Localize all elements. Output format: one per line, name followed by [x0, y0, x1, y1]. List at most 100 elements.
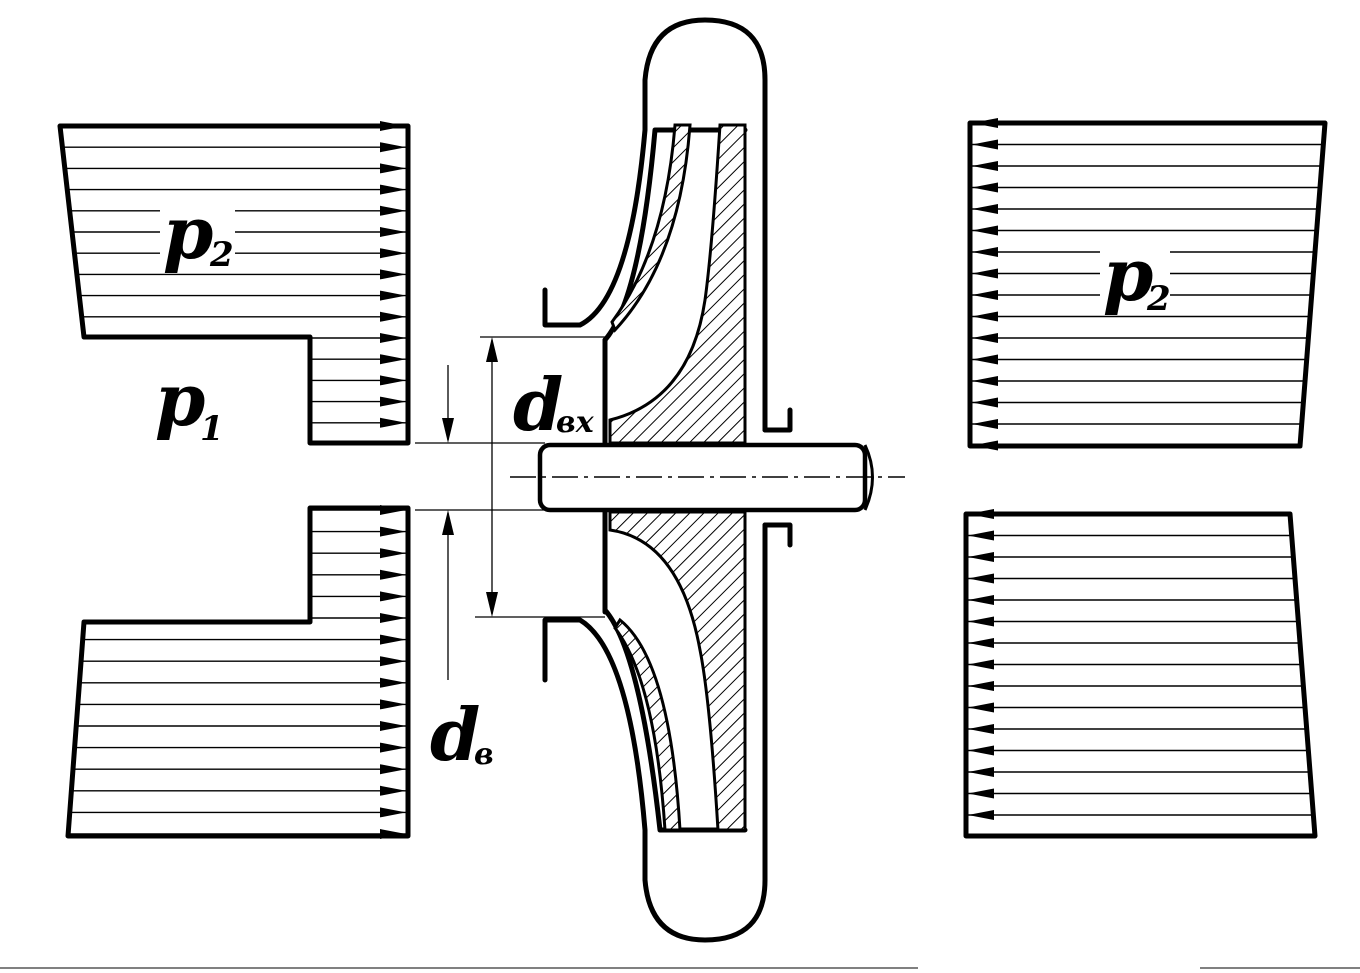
pressure-arrowhead [380, 205, 406, 216]
right-upper-arrows [972, 118, 1325, 451]
pressure-arrowhead [968, 638, 994, 648]
pressure-arrowhead [380, 699, 406, 710]
d-inlet-arrow-top [486, 337, 498, 362]
left-upper-epure-outline [57, 123, 411, 446]
pressure-arrowhead [380, 505, 406, 515]
front-shroud-inner-bottom [602, 607, 748, 833]
impeller-outer-outline-top [542, 17, 768, 433]
pressure-arrowhead [380, 656, 406, 667]
pressure-arrowhead [380, 396, 406, 407]
d-inlet-subscript: вх [556, 405, 595, 440]
d-shaft-label: d [430, 692, 480, 777]
pressure-arrowhead [380, 591, 406, 602]
pressure-arrowhead [380, 677, 406, 688]
pressure-arrowhead [380, 785, 406, 796]
pressure-arrowhead [972, 225, 998, 236]
pressure-arrowhead [380, 248, 406, 259]
pressure-arrowhead [972, 376, 998, 386]
p2-left-bg [160, 198, 235, 266]
left-upper-pressure-epure [57, 121, 411, 446]
p1-subscript: 1 [200, 409, 224, 449]
pressure-arrowhead [968, 595, 994, 605]
pressure-arrowhead [968, 530, 994, 541]
pressure-arrowhead [380, 548, 406, 559]
pressure-arrowhead [380, 569, 406, 580]
pressure-arrowhead [380, 742, 406, 753]
left-lower-arrows [68, 505, 406, 839]
pressure-arrowhead [380, 269, 406, 280]
front-shroud-hatch-top [610, 123, 692, 333]
pressure-arrowhead [380, 290, 406, 301]
pressure-arrowhead [968, 810, 994, 820]
pressure-arrowhead [380, 227, 406, 237]
pressure-arrowhead [380, 807, 406, 818]
left-upper-arrows [60, 121, 406, 428]
p2-right-label: p [1103, 232, 1153, 317]
pressure-arrowhead [968, 681, 994, 691]
p2-right-bg [1100, 240, 1170, 310]
pressure-arrowhead [968, 616, 994, 627]
pressure-arrowhead [380, 375, 406, 386]
pressure-arrowhead [972, 333, 998, 343]
pressure-arrowhead [380, 721, 406, 731]
pressure-arrowhead [968, 724, 994, 734]
pressure-arrowhead [972, 268, 998, 279]
impeller [510, 17, 905, 943]
pressure-arrowhead [968, 509, 994, 519]
back-seal-bottom [762, 522, 793, 548]
p2-left-subscript: 2 [209, 235, 234, 275]
pressure-arrowhead [380, 333, 406, 343]
pressure-arrowhead [972, 354, 998, 365]
hub-hatch-bottom [608, 510, 747, 832]
pressure-arrowhead [380, 764, 406, 775]
d-shaft-arrow-top [442, 418, 454, 443]
pressure-arrowhead [972, 397, 998, 408]
right-lower-arrows [968, 509, 1314, 820]
p2-right-subscript: 2 [1146, 279, 1171, 319]
pressure-arrowhead [972, 204, 998, 214]
left-lower-epure-outline [65, 505, 411, 839]
pressure-arrowhead [972, 419, 998, 429]
pressure-arrowhead [380, 829, 406, 839]
p2-left-label: p [163, 190, 213, 275]
left-lower-pressure-epure [65, 505, 411, 839]
pressure-arrowhead [380, 417, 406, 428]
impeller-outer-outline-bottom [542, 522, 768, 943]
pressure-arrowhead [972, 161, 998, 171]
pressure-arrowhead [968, 745, 994, 756]
pressure-arrowhead [380, 613, 406, 623]
pressure-arrowhead [972, 182, 998, 193]
pressure-arrowhead [968, 788, 994, 799]
right-upper-pressure-epure [967, 118, 1328, 451]
d-shaft-subscript: в [474, 737, 494, 772]
pressure-arrowhead [968, 767, 994, 777]
pressure-arrowhead [968, 702, 994, 713]
right-lower-epure-outline [963, 511, 1318, 839]
pressure-arrowhead [380, 184, 406, 195]
right-lower-pressure-epure [963, 509, 1318, 839]
pressure-arrowhead [968, 659, 994, 670]
pressure-arrowhead [972, 139, 998, 150]
pressure-arrowhead [972, 311, 998, 322]
back-seal-top [762, 407, 793, 433]
pressure-arrowhead [380, 121, 406, 131]
pressure-arrowhead [380, 634, 406, 645]
pressure-arrowhead [380, 354, 406, 365]
d-inlet-arrow-bottom [486, 592, 498, 617]
p1-label: p [155, 357, 205, 442]
d-shaft-arrow-bottom [442, 510, 454, 535]
inlet-diameter-dimension [475, 336, 605, 618]
pressure-arrowhead [380, 163, 406, 174]
pressure-arrowhead [380, 526, 406, 537]
pressure-arrowhead [972, 247, 998, 257]
pressure-arrowhead [972, 440, 998, 451]
pressure-arrowhead [380, 311, 406, 322]
pressure-arrowhead [972, 118, 998, 128]
hub-hatch-top [608, 123, 747, 445]
pressure-arrowhead [380, 142, 406, 153]
pressure-arrowhead [968, 552, 994, 562]
pressure-arrowhead [972, 290, 998, 300]
shaft-break [863, 444, 874, 511]
